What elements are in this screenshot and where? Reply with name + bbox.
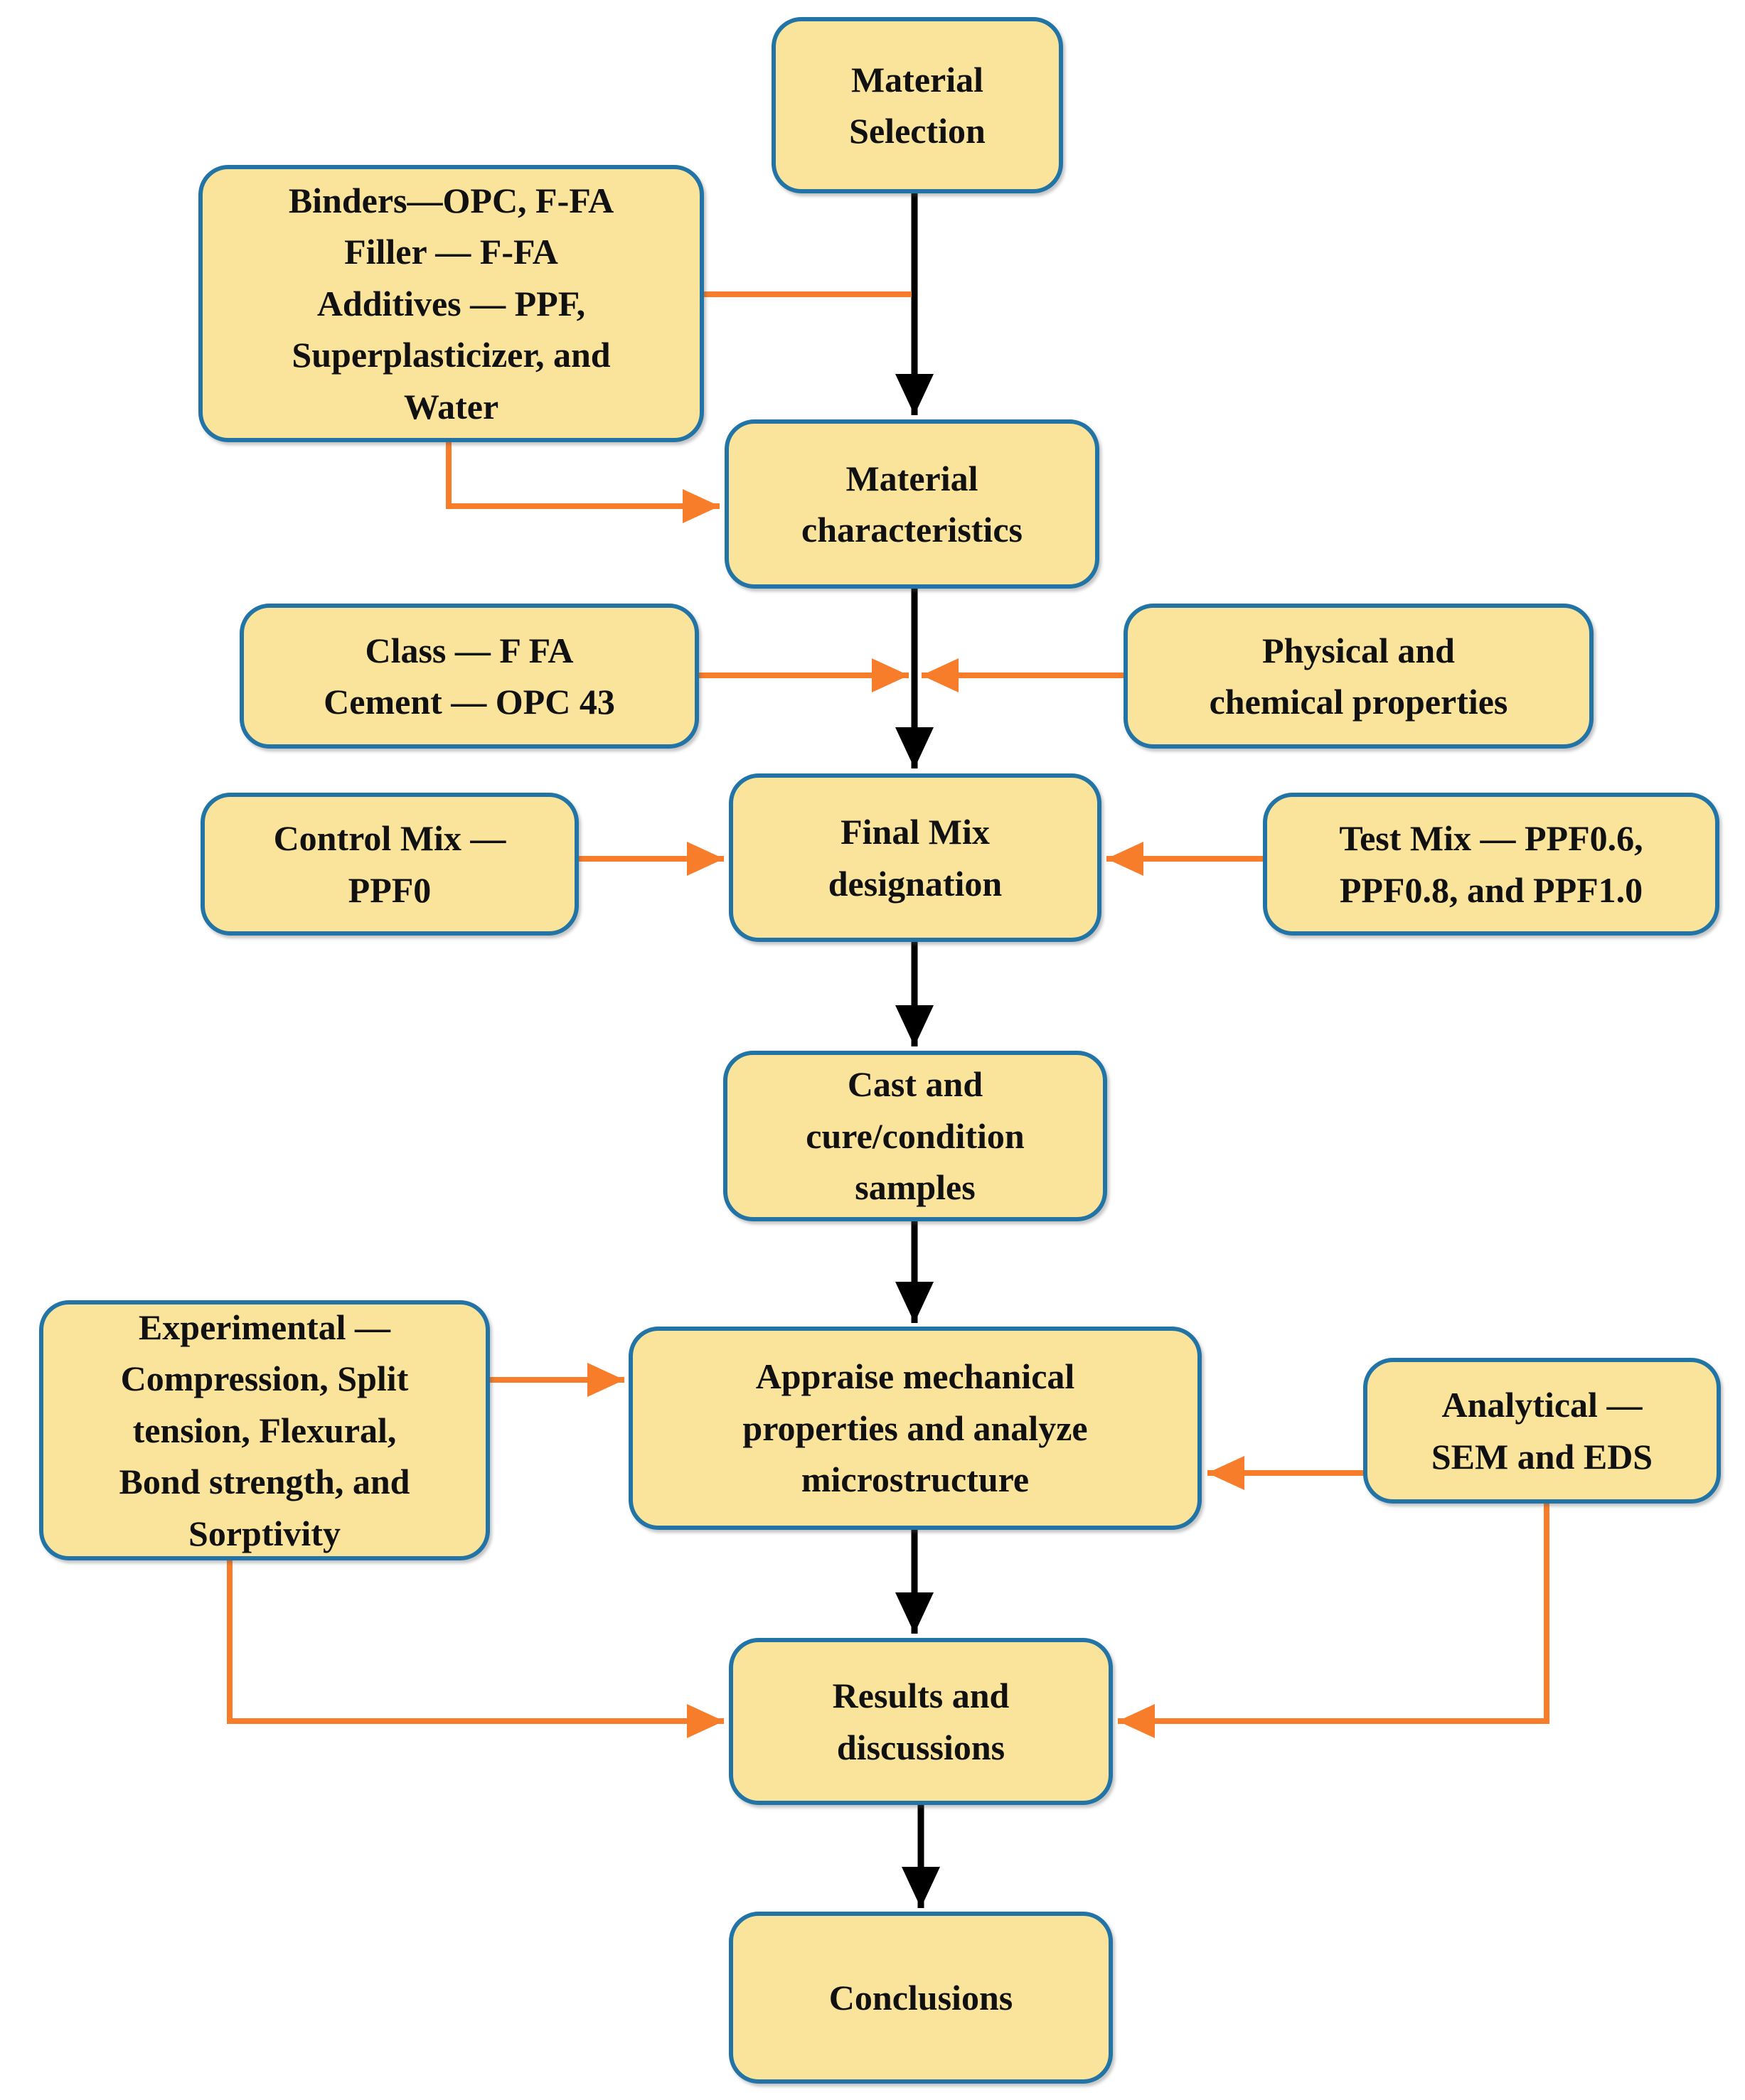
node-appraise-mechanical: Appraise mechanical properties and analy… xyxy=(629,1327,1202,1530)
node-experimental-tests: Experimental — Compression, Split tensio… xyxy=(39,1300,490,1560)
node-material-characteristics: Material characteristics xyxy=(725,419,1099,589)
node-binders-filler-additives: Binders—OPC, F-FA Filler — F-FA Additive… xyxy=(198,165,704,442)
node-test-mix: Test Mix — PPF0.6, PPF0.8, and PPF1.0 xyxy=(1263,793,1719,936)
connector-binders-to-characteristics xyxy=(446,441,720,523)
node-material-selection: Material Selection xyxy=(772,17,1063,193)
node-physical-chemical-properties: Physical and chemical properties xyxy=(1124,604,1594,749)
connector-experimental-to-results xyxy=(227,1560,724,1738)
connector-analytical-to-results xyxy=(1118,1502,1549,1738)
node-final-mix-designation: Final Mix designation xyxy=(729,773,1101,942)
node-analytical-sem-eds: Analytical — SEM and EDS xyxy=(1363,1358,1721,1504)
node-results-discussions: Results and discussions xyxy=(729,1638,1113,1805)
node-control-mix: Control Mix — PPF0 xyxy=(201,793,579,936)
node-class-cement: Class — F FA Cement — OPC 43 xyxy=(240,604,699,749)
node-conclusions: Conclusions xyxy=(729,1912,1113,2084)
node-cast-cure-samples: Cast and cure/condition samples xyxy=(723,1051,1107,1221)
